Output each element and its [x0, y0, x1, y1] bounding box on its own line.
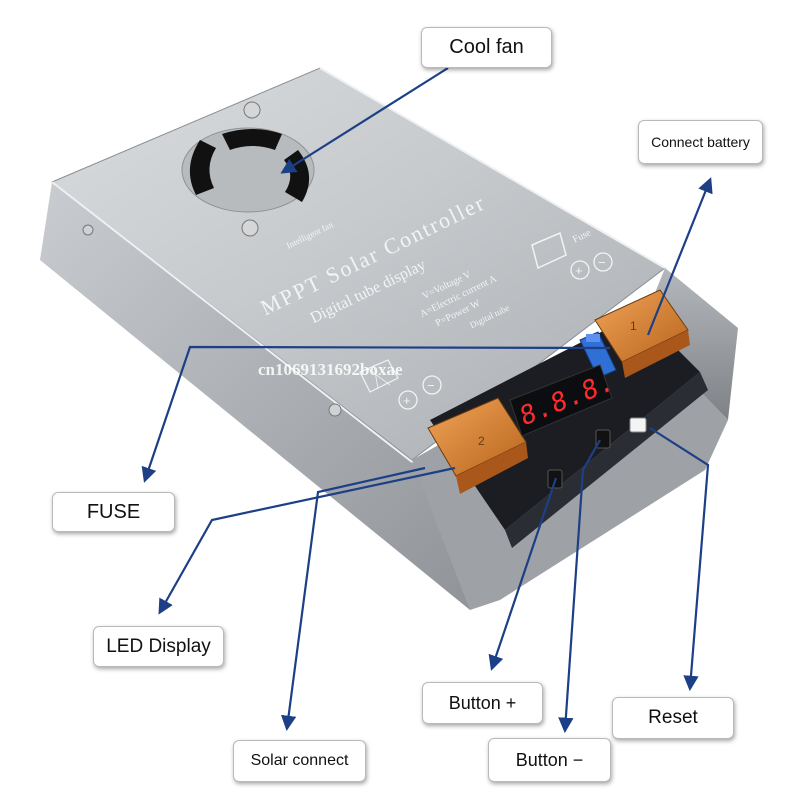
screw-left-edge	[82, 224, 94, 236]
fan-slot-top	[222, 129, 282, 150]
svg-text:−: −	[427, 378, 435, 393]
callout-button-minus-text: Button −	[515, 749, 584, 770]
callout-led-display: LED Display	[93, 626, 224, 667]
fuse-right-number: 1	[630, 319, 637, 333]
callout-button-minus: Button −	[488, 738, 611, 782]
arrow-connect-battery	[646, 177, 713, 336]
svg-text:+: +	[403, 393, 411, 408]
solar-minus-icon	[422, 375, 442, 395]
callout-fuse-text: FUSE	[86, 500, 141, 523]
svg-text:−: −	[598, 255, 606, 270]
fuse-solar: 2	[427, 397, 528, 494]
enclosure-left-side	[40, 182, 488, 610]
battery-minus-icon	[593, 252, 613, 272]
fan-slot-left	[189, 140, 216, 195]
callout-button-plus: Button +	[422, 682, 543, 724]
battery-plus-icon	[570, 260, 590, 280]
callout-reset-text: Reset	[648, 707, 698, 728]
arrow-button-minus	[558, 439, 601, 734]
callout-arrows	[141, 67, 713, 734]
panel-symbol-icon: + −	[359, 359, 442, 410]
callout-cool-fan: Cool fan	[421, 27, 552, 68]
callout-fuse: FUSE	[52, 492, 175, 532]
reset-connector	[629, 417, 647, 433]
arrow-reset	[649, 427, 710, 692]
solar-plus-icon	[398, 390, 418, 410]
fuse-battery: 1	[594, 289, 690, 378]
callout-cool-fan-text: Cool fan	[449, 36, 524, 58]
callout-connect-battery-text: Connect battery	[651, 134, 750, 150]
arrow-solar-connect	[280, 466, 426, 732]
arrow-cool-fan	[280, 67, 449, 174]
arrow-led-display	[158, 466, 456, 615]
screw-bottom	[241, 219, 259, 237]
callout-solar-connect-text: Solar connect	[250, 752, 349, 769]
svg-text:+: +	[575, 263, 583, 278]
arrow-fuse	[141, 345, 611, 483]
callout-led-display-text: LED Display	[106, 635, 211, 657]
blue-blade-fuse	[579, 331, 617, 379]
callout-solar-connect: Solar connect	[233, 740, 366, 782]
callout-button-plus-text: Button +	[448, 692, 517, 713]
screw-top	[243, 101, 261, 119]
callout-reset: Reset	[612, 697, 734, 739]
watermark-text: cn1069131692boxae	[258, 360, 403, 379]
screw-side	[328, 403, 342, 417]
arrow-button-plus	[488, 477, 558, 671]
callout-connect-battery: Connect battery	[638, 120, 763, 164]
battery-symbol-icon: + −	[531, 231, 613, 280]
fuse-left-number: 2	[478, 434, 485, 448]
button-minus-cap	[595, 429, 611, 449]
